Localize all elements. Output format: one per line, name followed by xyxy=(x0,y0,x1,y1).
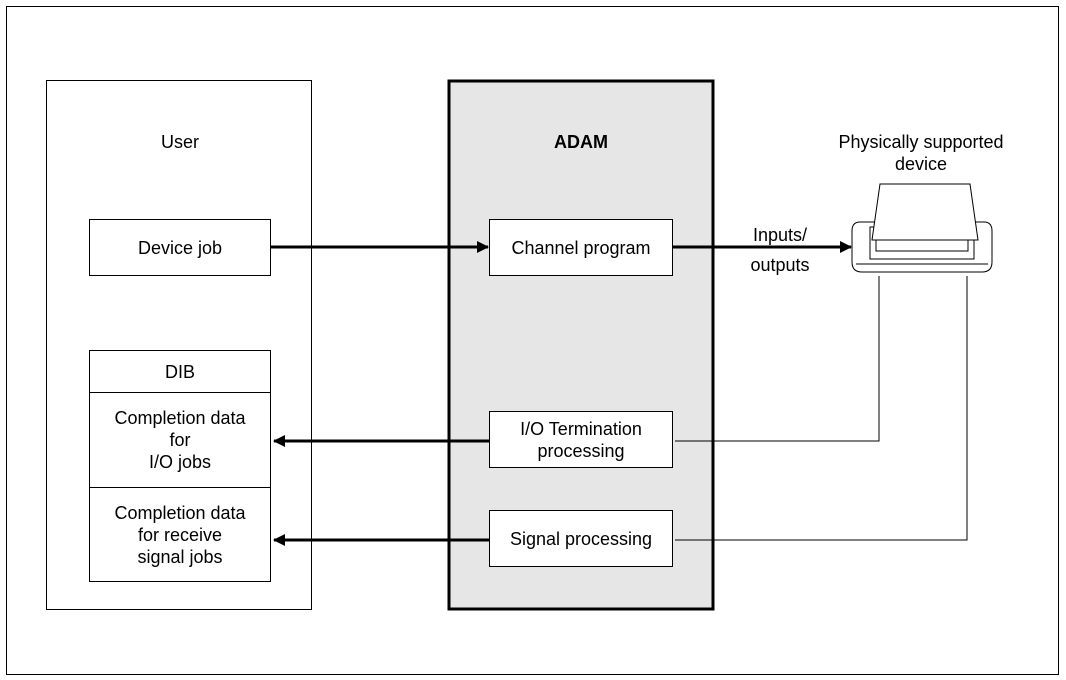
dib-signal-completion-line-3: signal jobs xyxy=(137,546,223,567)
device-job-box: Device job xyxy=(89,219,271,276)
device-title-line-1: Physically supported xyxy=(838,132,1004,152)
device-job-label: Device job xyxy=(137,237,223,258)
printer-icon xyxy=(851,183,993,273)
io-label: Inputs/ outputs xyxy=(728,224,832,276)
dib-signal-completion-line-2: for receive xyxy=(137,524,223,545)
device-title: Physically supported device xyxy=(808,131,1034,175)
line-device-to-signal-processing xyxy=(675,276,968,541)
dib-signal-completion: Completion data for receive signal jobs xyxy=(90,488,270,581)
channel-program-label: Channel program xyxy=(511,237,651,258)
io-termination-box: I/O Termination processing xyxy=(489,411,673,468)
channel-program-box: Channel program xyxy=(489,219,673,276)
io-termination-line-2: processing xyxy=(537,440,625,461)
io-termination-line-1: I/O Termination xyxy=(520,418,642,439)
dib-io-completion-line-1: Completion data xyxy=(114,408,246,428)
signal-processing-label: Signal processing xyxy=(509,528,653,549)
dib-box: DIB Completion data for I/O jobs Complet… xyxy=(89,350,271,582)
user-panel-title: User xyxy=(160,132,199,152)
dib-title-label: DIB xyxy=(164,361,195,382)
adam-panel-title: ADAM xyxy=(554,132,608,152)
io-label-line-1: Inputs/ xyxy=(752,225,808,245)
dib-io-completion-line-3: I/O jobs xyxy=(148,452,212,472)
dib-io-completion-line-2: for xyxy=(169,430,191,450)
line-device-to-io-termination xyxy=(675,276,880,442)
device-title-line-2: device xyxy=(894,154,948,174)
signal-processing-box: Signal processing xyxy=(489,510,673,567)
dib-signal-completion-line-1: Completion data xyxy=(114,502,246,523)
dib-io-completion: Completion data for I/O jobs xyxy=(90,393,270,488)
io-label-line-2: outputs xyxy=(750,255,810,275)
dib-title: DIB xyxy=(90,351,270,393)
